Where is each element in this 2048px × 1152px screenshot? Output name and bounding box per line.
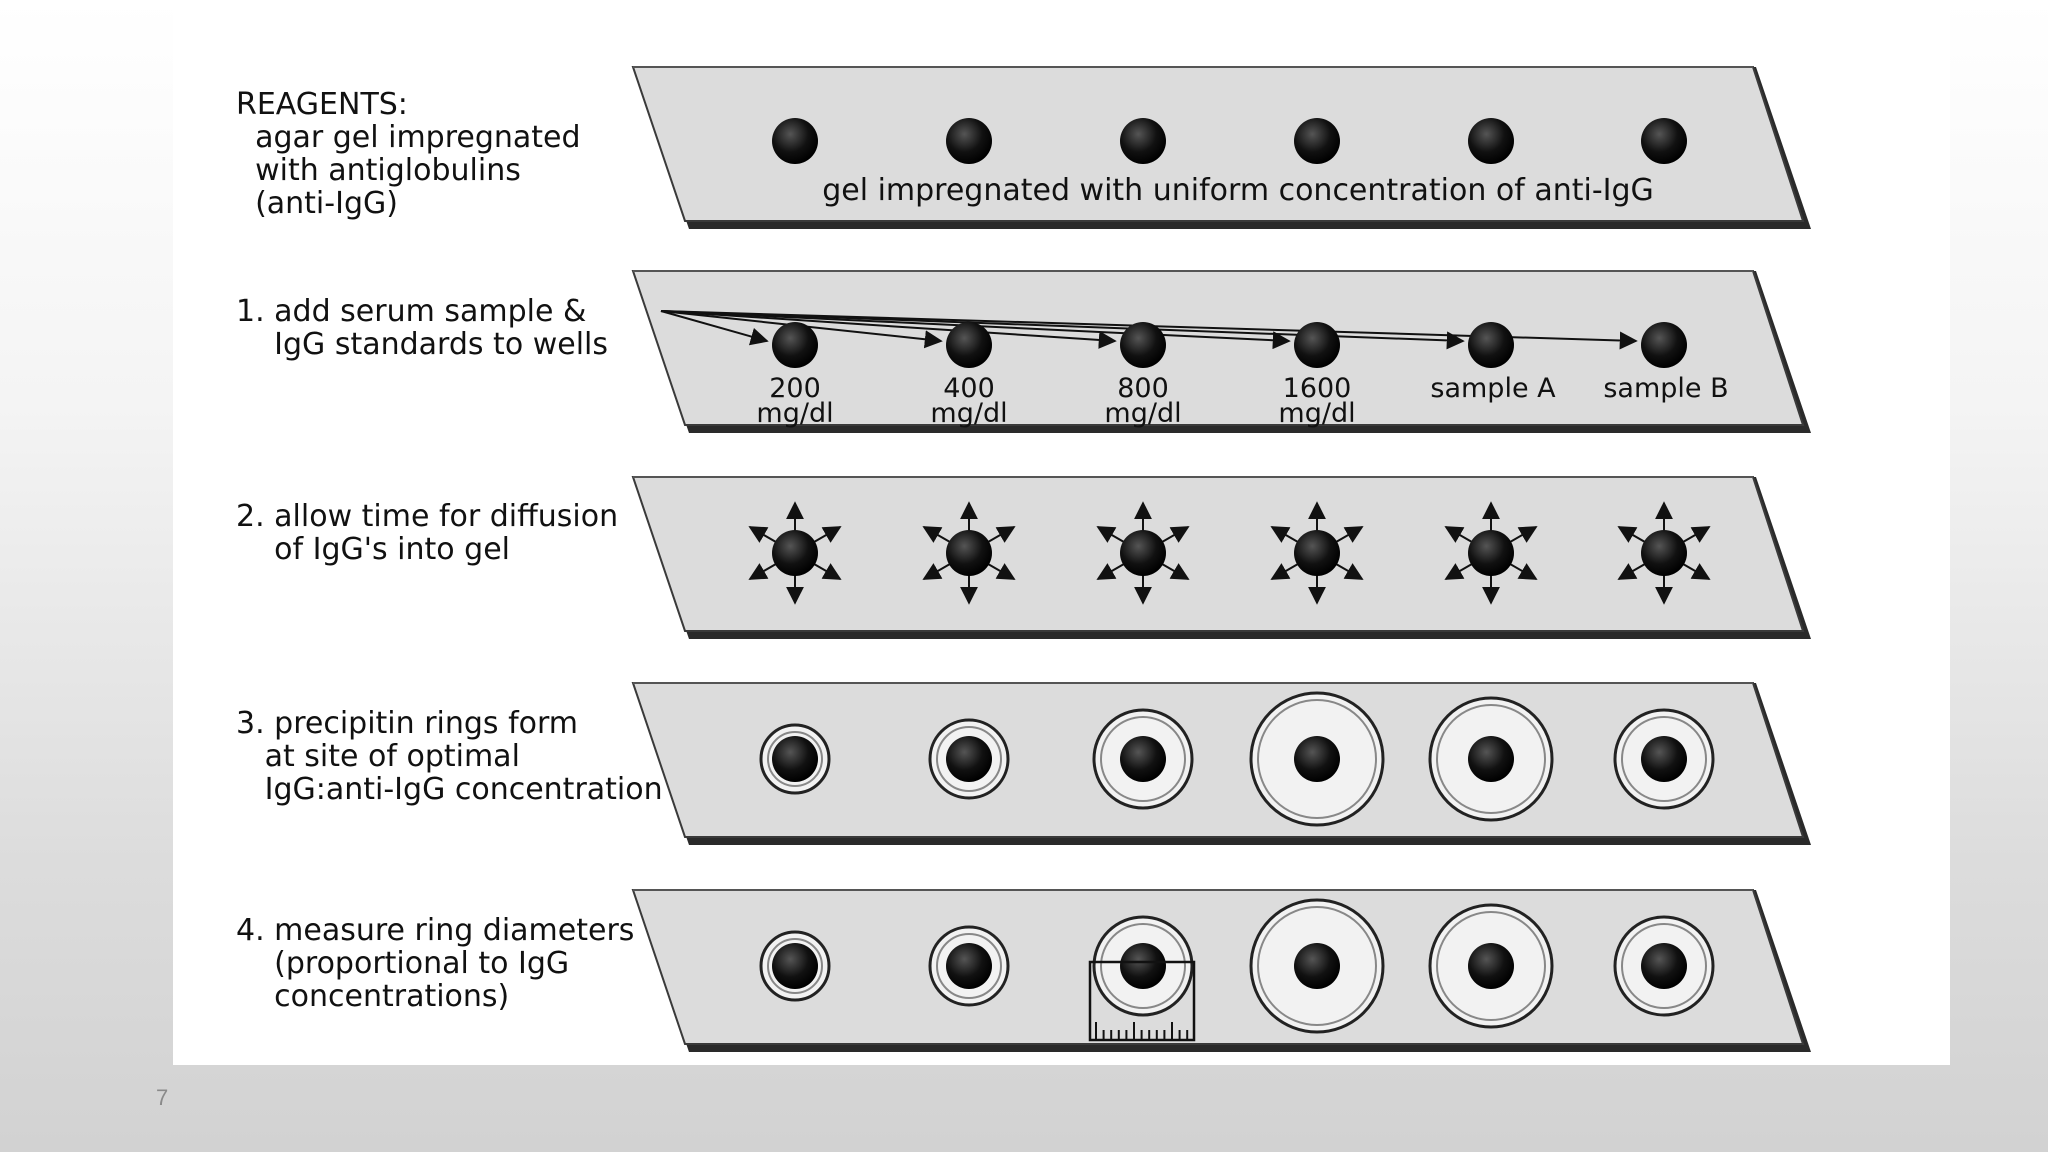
step-line: IgG:anti-IgG concentration xyxy=(236,772,663,807)
well-label-2: 800 xyxy=(1117,373,1169,404)
well-3-5 xyxy=(1641,736,1687,782)
gel-plate-2 xyxy=(631,476,1811,639)
step-line: 1. add serum sample & xyxy=(236,294,586,329)
ring-plate-wells-3 xyxy=(759,691,1715,827)
well-0-4 xyxy=(1468,118,1514,164)
well-3-3 xyxy=(1294,736,1340,782)
well-4-1 xyxy=(946,943,992,989)
well-1-1 xyxy=(946,322,992,368)
step-line: 3. precipitin rings form xyxy=(236,706,578,741)
well-3-0 xyxy=(772,736,818,782)
well-2-1 xyxy=(946,530,992,576)
well-1-4 xyxy=(1468,322,1514,368)
radial-immunodiffusion-diagram: gel impregnated with uniform concentrati… xyxy=(236,66,1811,1052)
well-3-1 xyxy=(946,736,992,782)
loading-plate-wells: 200mg/dl400mg/dl800mg/dl1600mg/dlsample … xyxy=(660,310,1729,429)
well-4-0 xyxy=(772,943,818,989)
slide-number: 7 xyxy=(156,1085,169,1110)
well-1-2 xyxy=(1120,322,1166,368)
well-0-2 xyxy=(1120,118,1166,164)
step-line: 4. measure ring diameters xyxy=(236,913,634,948)
well-4-4 xyxy=(1468,943,1514,989)
well-0-0 xyxy=(772,118,818,164)
well-0-3 xyxy=(1294,118,1340,164)
well-3-2 xyxy=(1120,736,1166,782)
step-line: (anti-IgG) xyxy=(236,186,398,221)
ring-plate-wells-4 xyxy=(759,898,1715,1034)
measuring-ruler xyxy=(1088,960,1196,1042)
well-0-1 xyxy=(946,118,992,164)
well-label-0: 200 xyxy=(769,373,821,404)
step-line: agar gel impregnated xyxy=(236,120,581,155)
well-label-1: mg/dl xyxy=(930,398,1007,429)
reagent-plate-wells: gel impregnated with uniform concentrati… xyxy=(772,118,1687,208)
well-label-5: sample B xyxy=(1603,373,1728,404)
step-line: of IgG's into gel xyxy=(236,532,510,567)
diffusion-plate-wells xyxy=(748,501,1711,605)
loading-arrow-2 xyxy=(660,310,1117,349)
step-line: (proportional to IgG xyxy=(236,946,569,981)
step-line: 2. allow time for diffusion xyxy=(236,499,618,534)
well-4-2 xyxy=(1120,943,1166,989)
well-4-5 xyxy=(1641,943,1687,989)
step-text-step4: 4. measure ring diameters (proportional … xyxy=(236,913,634,1014)
step-line: with antiglobulins xyxy=(236,153,521,188)
well-label-3: mg/dl xyxy=(1278,398,1355,429)
gel-caption: gel impregnated with uniform concentrati… xyxy=(822,173,1654,208)
gel-plate-1 xyxy=(631,270,1811,433)
well-2-5 xyxy=(1641,530,1687,576)
well-1-5 xyxy=(1641,322,1687,368)
step-text-step1: 1. add serum sample & IgG standards to w… xyxy=(236,294,608,362)
gel-plate-0 xyxy=(631,66,1811,229)
well-3-4 xyxy=(1468,736,1514,782)
well-2-3 xyxy=(1294,530,1340,576)
well-label-0: mg/dl xyxy=(756,398,833,429)
well-label-2: mg/dl xyxy=(1104,398,1181,429)
well-label-3: 1600 xyxy=(1283,373,1352,404)
well-1-0 xyxy=(772,322,818,368)
well-2-0 xyxy=(772,530,818,576)
well-4-3 xyxy=(1294,943,1340,989)
well-label-1: 400 xyxy=(943,373,995,404)
well-1-3 xyxy=(1294,322,1340,368)
well-0-5 xyxy=(1641,118,1687,164)
well-2-4 xyxy=(1468,530,1514,576)
loading-arrow-0 xyxy=(660,310,769,346)
well-2-2 xyxy=(1120,530,1166,576)
step-line: at site of optimal xyxy=(236,739,520,774)
diagram-figure: gel impregnated with uniform concentrati… xyxy=(173,0,1950,1065)
step-line: concentrations) xyxy=(236,979,509,1014)
well-label-4: sample A xyxy=(1430,373,1556,404)
step-line: REAGENTS: xyxy=(236,87,408,122)
step-text-step2: 2. allow time for diffusion of IgG's int… xyxy=(236,499,618,567)
step-text-step3: 3. precipitin rings form at site of opti… xyxy=(236,706,663,807)
step-text-reagents: REAGENTS: agar gel impregnated with anti… xyxy=(236,87,581,221)
step-line: IgG standards to wells xyxy=(236,327,608,362)
